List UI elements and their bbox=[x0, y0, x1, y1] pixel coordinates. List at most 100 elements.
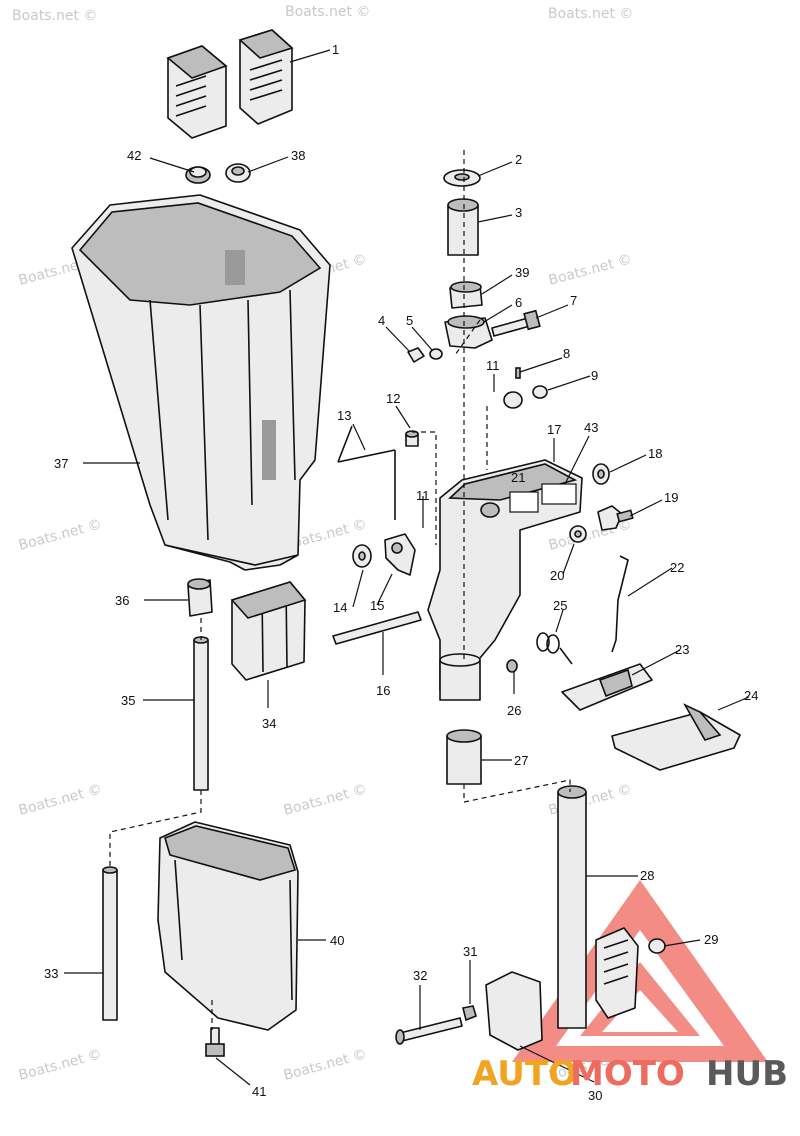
part-30-clamp bbox=[485, 927, 639, 1051]
label-8: 8 bbox=[563, 346, 570, 361]
label-7: 7 bbox=[570, 293, 577, 308]
part-6-clamp bbox=[444, 315, 493, 349]
label-31: 31 bbox=[463, 944, 477, 959]
watermark: Boats.net © bbox=[17, 516, 104, 554]
label-11: 11 bbox=[416, 488, 430, 503]
label-12: 12 bbox=[386, 391, 400, 406]
label-36: 36 bbox=[115, 593, 129, 608]
watermark: Boats.net © bbox=[17, 781, 104, 819]
assembly-lines bbox=[109, 150, 571, 1030]
label-30: 30 bbox=[588, 1088, 602, 1103]
label-11: 11 bbox=[486, 358, 500, 373]
label-15: 15 bbox=[370, 598, 384, 613]
label-37: 37 bbox=[54, 456, 68, 471]
label-20: 20 bbox=[550, 568, 564, 583]
logo-triangle bbox=[512, 880, 768, 1062]
label-35: 35 bbox=[121, 693, 135, 708]
part-33-tube bbox=[102, 866, 118, 1021]
watermark: Boats.net © bbox=[17, 1046, 104, 1084]
logo-hub: HUB bbox=[706, 1054, 788, 1094]
label-40: 40 bbox=[330, 933, 344, 948]
label-1: 1 bbox=[332, 42, 339, 57]
part-16-pin bbox=[332, 611, 422, 645]
label-16: 16 bbox=[376, 683, 390, 698]
part-14-washer bbox=[352, 544, 372, 568]
part-4-nut bbox=[407, 347, 425, 363]
part-38-grommet bbox=[225, 163, 251, 183]
part-32-bolt bbox=[395, 1017, 463, 1045]
logo-moto: MOTO bbox=[570, 1054, 685, 1094]
part-41-bolt bbox=[205, 1027, 225, 1057]
label-18: 18 bbox=[648, 446, 662, 461]
logo-text: AUTO MOTO HUB bbox=[472, 1054, 788, 1094]
part-36-bushing bbox=[187, 578, 213, 617]
label-41: 41 bbox=[252, 1084, 266, 1099]
part-8-pin bbox=[515, 367, 521, 379]
part-17-swivel-bracket bbox=[427, 459, 583, 701]
label-29: 29 bbox=[704, 932, 718, 947]
label-19: 19 bbox=[664, 490, 678, 505]
label-4: 4 bbox=[378, 313, 385, 328]
part-35-tube bbox=[193, 636, 209, 791]
watermark: Boats.net © bbox=[547, 251, 634, 289]
logo-auto: AUTO bbox=[472, 1054, 577, 1094]
part-28-tube bbox=[557, 785, 587, 1029]
part-13-rod bbox=[337, 425, 396, 520]
part-3-bushing bbox=[447, 198, 479, 256]
label-24: 24 bbox=[744, 688, 758, 703]
part-23-lever bbox=[561, 663, 653, 711]
label-14: 14 bbox=[333, 600, 347, 615]
part-37-driveshaft-housing bbox=[71, 194, 331, 571]
part-42-grommet bbox=[185, 166, 211, 184]
label-9: 9 bbox=[591, 368, 598, 383]
label-28: 28 bbox=[640, 868, 654, 883]
part-27-bushing bbox=[446, 729, 482, 785]
part-40-exhaust-housing bbox=[157, 821, 299, 1031]
part-25-spring bbox=[536, 632, 573, 665]
watermark: Boats.net © bbox=[12, 8, 97, 24]
part-12-bushing bbox=[405, 430, 419, 447]
part-1-retainer-clips bbox=[166, 29, 294, 139]
leader-lines bbox=[64, 49, 750, 1086]
part-34-mount bbox=[230, 581, 307, 681]
label-43: 43 bbox=[584, 420, 598, 435]
label-13: 13 bbox=[337, 408, 351, 423]
part-7-screw bbox=[491, 309, 541, 337]
label-21: 21 bbox=[511, 470, 525, 485]
label-6: 6 bbox=[515, 295, 522, 310]
part-18-washer bbox=[592, 463, 610, 485]
watermark: Boats.net © bbox=[282, 1046, 369, 1084]
label-33: 33 bbox=[44, 966, 58, 981]
part-9-bushing bbox=[503, 385, 548, 409]
label-5: 5 bbox=[406, 313, 413, 328]
part-2-washer bbox=[443, 169, 481, 187]
part-19-bolt bbox=[597, 505, 634, 531]
part-24-bracket bbox=[611, 703, 741, 771]
part-20-washer bbox=[569, 525, 587, 543]
label-22: 22 bbox=[670, 560, 684, 575]
watermark: Boats.net © bbox=[548, 6, 633, 22]
part-31-nut bbox=[462, 1005, 477, 1022]
label-38: 38 bbox=[291, 148, 305, 163]
label-42: 42 bbox=[127, 148, 141, 163]
label-2: 2 bbox=[515, 152, 522, 167]
part-5-washer bbox=[429, 348, 443, 360]
part-15-cam bbox=[384, 533, 416, 576]
label-3: 3 bbox=[515, 205, 522, 220]
label-26: 26 bbox=[507, 703, 521, 718]
label-34: 34 bbox=[262, 716, 276, 731]
part-22-wire bbox=[611, 555, 629, 653]
label-23: 23 bbox=[675, 642, 689, 657]
watermark: Boats.net © bbox=[285, 4, 370, 20]
watermark: Boats.net © bbox=[282, 781, 369, 819]
label-25: 25 bbox=[553, 598, 567, 613]
part-29-washer bbox=[648, 938, 666, 954]
part-labels: 1 42 38 2 3 39 6 7 4 5 8 9 11 12 13 17 4… bbox=[44, 42, 758, 1103]
label-17: 17 bbox=[547, 422, 561, 437]
label-39: 39 bbox=[515, 265, 529, 280]
part-39-bushing bbox=[449, 281, 483, 309]
part-26-pin bbox=[506, 659, 518, 673]
label-27: 27 bbox=[514, 753, 528, 768]
label-32: 32 bbox=[413, 968, 427, 983]
